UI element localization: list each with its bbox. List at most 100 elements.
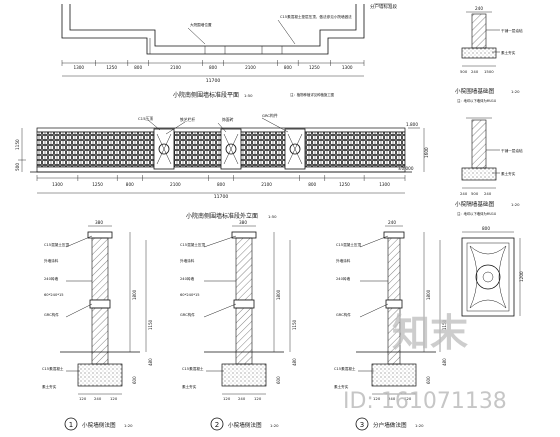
plan-note-left: 大院围墙位置: [190, 22, 212, 27]
gate-width-dim: 800: [482, 226, 490, 231]
section-1-number: 1: [69, 421, 73, 429]
section-2-h1: 1800: [276, 289, 281, 300]
section-2-base-a: 120: [223, 396, 231, 401]
section-2-note-3: 240砖墙: [180, 276, 194, 281]
section-3-note-2: 外墙涂料: [336, 258, 351, 263]
elevation-dim-label: 2100: [170, 182, 181, 187]
elevation-label-3: 饰面砖: [222, 117, 234, 122]
elevation-dim-label: 1300: [52, 182, 63, 187]
plan-top-note: 分户墙标准段: [370, 3, 397, 10]
section-3-number-circle: [355, 417, 369, 431]
plan-dim-label: 1250: [309, 65, 320, 70]
section-3-note-5: C15素混凝土: [334, 366, 356, 371]
elevation-title: 小院南侧围墙标准段外立面: [186, 212, 258, 220]
section-3-note-1: C15混凝土压顶: [336, 242, 361, 247]
section-2-title: 小院墙侧法图: [228, 421, 262, 429]
plan-dim-label: 800: [134, 65, 142, 70]
found-b-scale: 1:20: [511, 202, 520, 207]
plan-title: 小院南侧围墙标准段平面: [173, 91, 239, 99]
found-a-dim-right: 1500: [484, 69, 494, 74]
plan-view: 分户墙标准段 大院围墙位置 C15素混凝土垫层压顶，做法参见小院墙做法: [61, 3, 397, 77]
foundation-detail-a: 240 500 240 1500 干铺一层油毡 素土夯实 小院围墙基础图 1:2…: [455, 6, 523, 103]
section-1-scale: 1:20: [124, 423, 133, 428]
elevation-label-4: GRC构件: [262, 113, 278, 118]
section-3-h1: 1800: [426, 289, 431, 300]
plan-dim-label: 800: [209, 65, 217, 70]
found-a-dim-mid: 240: [471, 69, 479, 74]
section-3-number: 3: [360, 421, 364, 429]
section-1-title: 小院墙侧法图: [82, 421, 116, 429]
section-1-note-1: C15混凝土压顶: [44, 242, 69, 247]
found-b-dim-left: 240: [460, 191, 468, 196]
section-2-top-dim: 380: [239, 220, 247, 225]
watermark-logo: 知末: [392, 311, 468, 355]
found-b-note-1: 干铺一层油毡: [501, 148, 523, 153]
found-b-title: 小院隔墙基础图: [455, 200, 495, 208]
elevation-label-1: C15压顶: [138, 116, 153, 121]
found-b-dim-right: 240: [484, 191, 492, 196]
found-a-dim-left: 500: [460, 69, 468, 74]
found-a-title: 小院围墙基础图: [455, 87, 495, 95]
section-3-h4: 600: [426, 376, 431, 384]
section-2-note-7: 60*240*15: [180, 293, 200, 297]
section-3-base-b: 240: [388, 396, 396, 401]
section-1-base-b: 240: [94, 396, 102, 401]
elevation-dim-label: 800: [217, 182, 225, 187]
found-a-sub: 注：地坪以下墙体为MU10: [457, 98, 496, 103]
section-3-scale: 1:20: [415, 423, 424, 428]
elevation-panel: [153, 128, 175, 170]
section-2-base-b: 240: [238, 396, 246, 401]
plan-dim-label: 1300: [73, 65, 84, 70]
elevation-view: C15压顶 铁艺栏杆 饰面砖 GRC构件 1150 500 1.800 ±0.0…: [15, 113, 429, 194]
section-3-note-3: 240砖墙: [336, 276, 350, 281]
section-2-scale: 1:20: [270, 423, 279, 428]
section-2-h3: 480: [292, 358, 297, 366]
found-a-top-dim: 240: [475, 6, 483, 11]
section-2-note-5: C15素混凝土: [182, 366, 204, 371]
section-2-note-2: 外墙涂料: [180, 258, 195, 263]
section-1-note-5: C15素混凝土: [42, 366, 64, 371]
plan-dim-label: 1300: [342, 65, 353, 70]
section-2-note-6: 素土夯实: [182, 384, 197, 389]
section-3-base-a: 120: [373, 396, 381, 401]
elevation-height-upper: 1150: [15, 139, 20, 150]
elevation-label-2: 铁艺栏杆: [180, 117, 195, 122]
elevation-height-lower: 500: [15, 163, 20, 171]
plan-note-right: C15素混凝土垫层压顶，做法参见小院墙做法: [280, 14, 352, 19]
found-b-sub: 注：地坪以下墙体为MU10: [457, 211, 496, 216]
section-1-note-2: 外墙涂料: [44, 258, 59, 263]
section-1-note-3: 240砖墙: [44, 276, 58, 281]
section-3-note-6: 素土夯实: [334, 384, 349, 389]
elevation-dim-label: 800: [126, 182, 134, 187]
elevation-panel: [284, 128, 306, 170]
elevation-level-right: 1600: [424, 147, 429, 158]
section-3-top-dim: 240: [388, 220, 396, 225]
section-1-note-6: 素土夯实: [42, 384, 57, 389]
section-1-h2: 1150: [148, 319, 153, 330]
section-detail-2: 380 120 240 120 1800 1150 480 600 C15混凝土…: [180, 220, 297, 431]
elevation-level-top: 1.800: [406, 122, 418, 127]
section-1-h1: 1800: [132, 289, 137, 300]
gate-height-dim: 1200: [519, 271, 524, 282]
elevation-dim-label: 1300: [379, 182, 390, 187]
gate-panel-detail: 800 1200: [461, 226, 524, 317]
plan-dim-label: 2100: [245, 65, 256, 70]
section-2-base-c: 120: [254, 396, 262, 401]
section-1-base-a: 120: [79, 396, 87, 401]
elevation-dim-label: 1250: [92, 182, 103, 187]
section-1-note-7: 60*240*15: [44, 293, 64, 297]
section-3-base-c: 120: [404, 396, 412, 401]
found-a-note-2: 素土夯实: [501, 50, 516, 55]
plan-dim-label: 800: [284, 65, 292, 70]
plan-dim-label: 2100: [170, 65, 181, 70]
section-2-note-1: C15混凝土压顶: [180, 242, 205, 247]
section-detail-3: 240 120 240 120 1800 1150 480 600 C15混凝土…: [334, 220, 447, 431]
section-2-note-4: GRC构件: [180, 312, 195, 317]
elevation-dim-label: 2100: [261, 182, 272, 187]
found-b-note-2: 素土夯实: [501, 171, 516, 176]
elevation-dim-label: 800: [308, 182, 316, 187]
section-2-number: 2: [215, 421, 219, 429]
section-1-number-circle: [64, 417, 78, 431]
